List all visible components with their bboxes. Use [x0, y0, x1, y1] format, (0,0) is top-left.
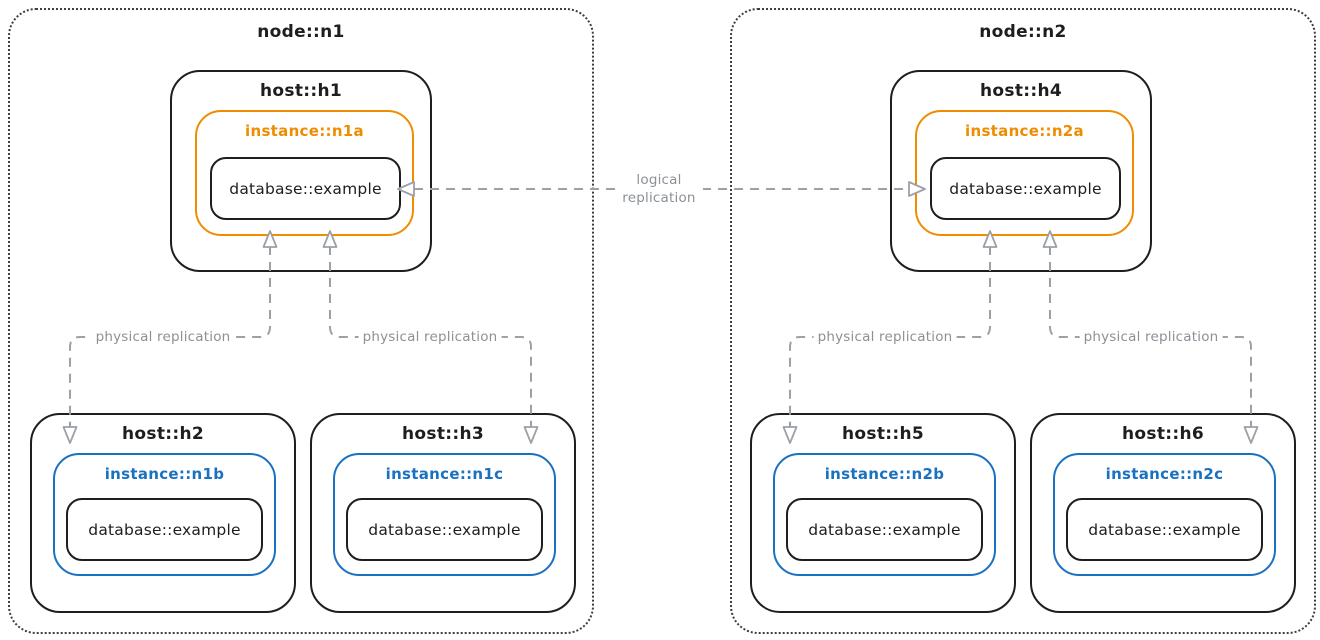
instance-n1b-label: instance::n1b	[104, 465, 225, 483]
instance-n1c-box: instance::n1c database::example	[333, 453, 556, 576]
node-n1-container: node::n1	[8, 8, 594, 634]
database-example-n1c: database::example	[346, 498, 543, 561]
instance-n2b-box: instance::n2b database::example	[773, 453, 996, 576]
instance-n2b-label: instance::n2b	[824, 465, 945, 483]
physical-replication-label: physical replication	[358, 329, 502, 345]
database-example-n1a: database::example	[210, 157, 401, 220]
node-n2-title: node::n2	[979, 22, 1067, 42]
instance-n2c-label: instance::n2c	[1105, 465, 1224, 483]
instance-n2a-label: instance::n2a	[965, 122, 1084, 140]
host-h3-title: host::h3	[402, 424, 484, 444]
host-h1-box: host::h1 instance::n1a database::example	[170, 70, 432, 272]
host-h6-title: host::h6	[1122, 424, 1204, 444]
instance-n1a-box: instance::n1a database::example	[195, 110, 414, 236]
node-n2-container: node::n2	[730, 8, 1316, 634]
instance-n2c-box: instance::n2c database::example	[1053, 453, 1276, 576]
host-h4-title: host::h4	[980, 81, 1062, 101]
node-n1-title: node::n1	[257, 22, 345, 42]
physical-replication-label: physical replication	[813, 329, 957, 345]
database-example-n1b: database::example	[66, 498, 263, 561]
host-h4-box: host::h4 instance::n2a database::example	[890, 70, 1152, 272]
database-example-n2b: database::example	[786, 498, 983, 561]
physical-replication-label: physical replication	[91, 329, 235, 345]
physical-replication-label: physical replication	[1079, 329, 1223, 345]
host-h1-title: host::h1	[260, 81, 342, 101]
database-example-n2c: database::example	[1066, 498, 1263, 561]
instance-n1c-label: instance::n1c	[385, 465, 504, 483]
host-h6-box: host::h6 instance::n2c database::example	[1030, 413, 1296, 613]
logical-replication-label: logical replication	[615, 170, 703, 208]
instance-n1b-box: instance::n1b database::example	[53, 453, 276, 576]
host-h5-box: host::h5 instance::n2b database::example	[750, 413, 1016, 613]
host-h5-title: host::h5	[842, 424, 924, 444]
host-h2-box: host::h2 instance::n1b database::example	[30, 413, 296, 613]
instance-n2a-box: instance::n2a database::example	[915, 110, 1134, 236]
host-h2-title: host::h2	[122, 424, 204, 444]
database-example-n2a: database::example	[930, 157, 1121, 220]
host-h3-box: host::h3 instance::n1c database::example	[310, 413, 576, 613]
instance-n1a-label: instance::n1a	[245, 122, 364, 140]
